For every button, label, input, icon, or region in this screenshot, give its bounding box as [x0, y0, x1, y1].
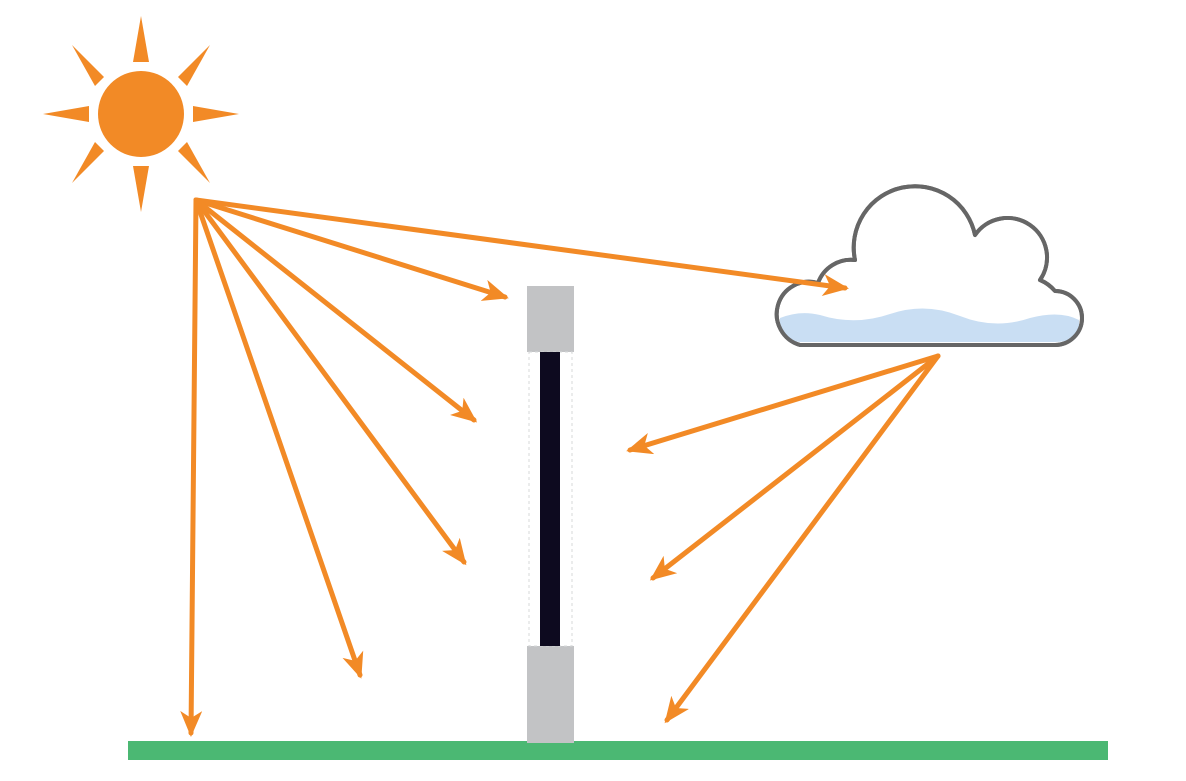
ray-to-cloud — [193, 197, 849, 296]
cloud-ray-to-ground — [664, 353, 941, 724]
cloud-ray-to-panel-back-upper — [626, 353, 941, 455]
ground-line — [128, 741, 1108, 760]
ray-to-panel-lower — [193, 197, 467, 566]
cloud-shade — [780, 308, 1079, 342]
ray-to-panel-top — [193, 197, 509, 301]
sun-disc — [98, 71, 184, 157]
cloud-icon — [774, 184, 1084, 347]
sun-rays — [43, 16, 239, 212]
panel-top-frame — [527, 286, 574, 352]
solar-panel — [527, 286, 574, 743]
cloud-ray-to-panel-back-lower — [649, 353, 941, 581]
ray-to-ground-near-panel — [193, 197, 364, 679]
ray-to-ground — [180, 197, 203, 737]
panel-cell-layer — [540, 352, 560, 646]
cloud-diffuse-rays — [626, 353, 941, 724]
direct-sun-rays — [180, 197, 849, 737]
ray-to-panel-upper — [193, 197, 478, 423]
panel-bottom-frame — [527, 646, 574, 743]
sun-icon — [43, 16, 239, 212]
